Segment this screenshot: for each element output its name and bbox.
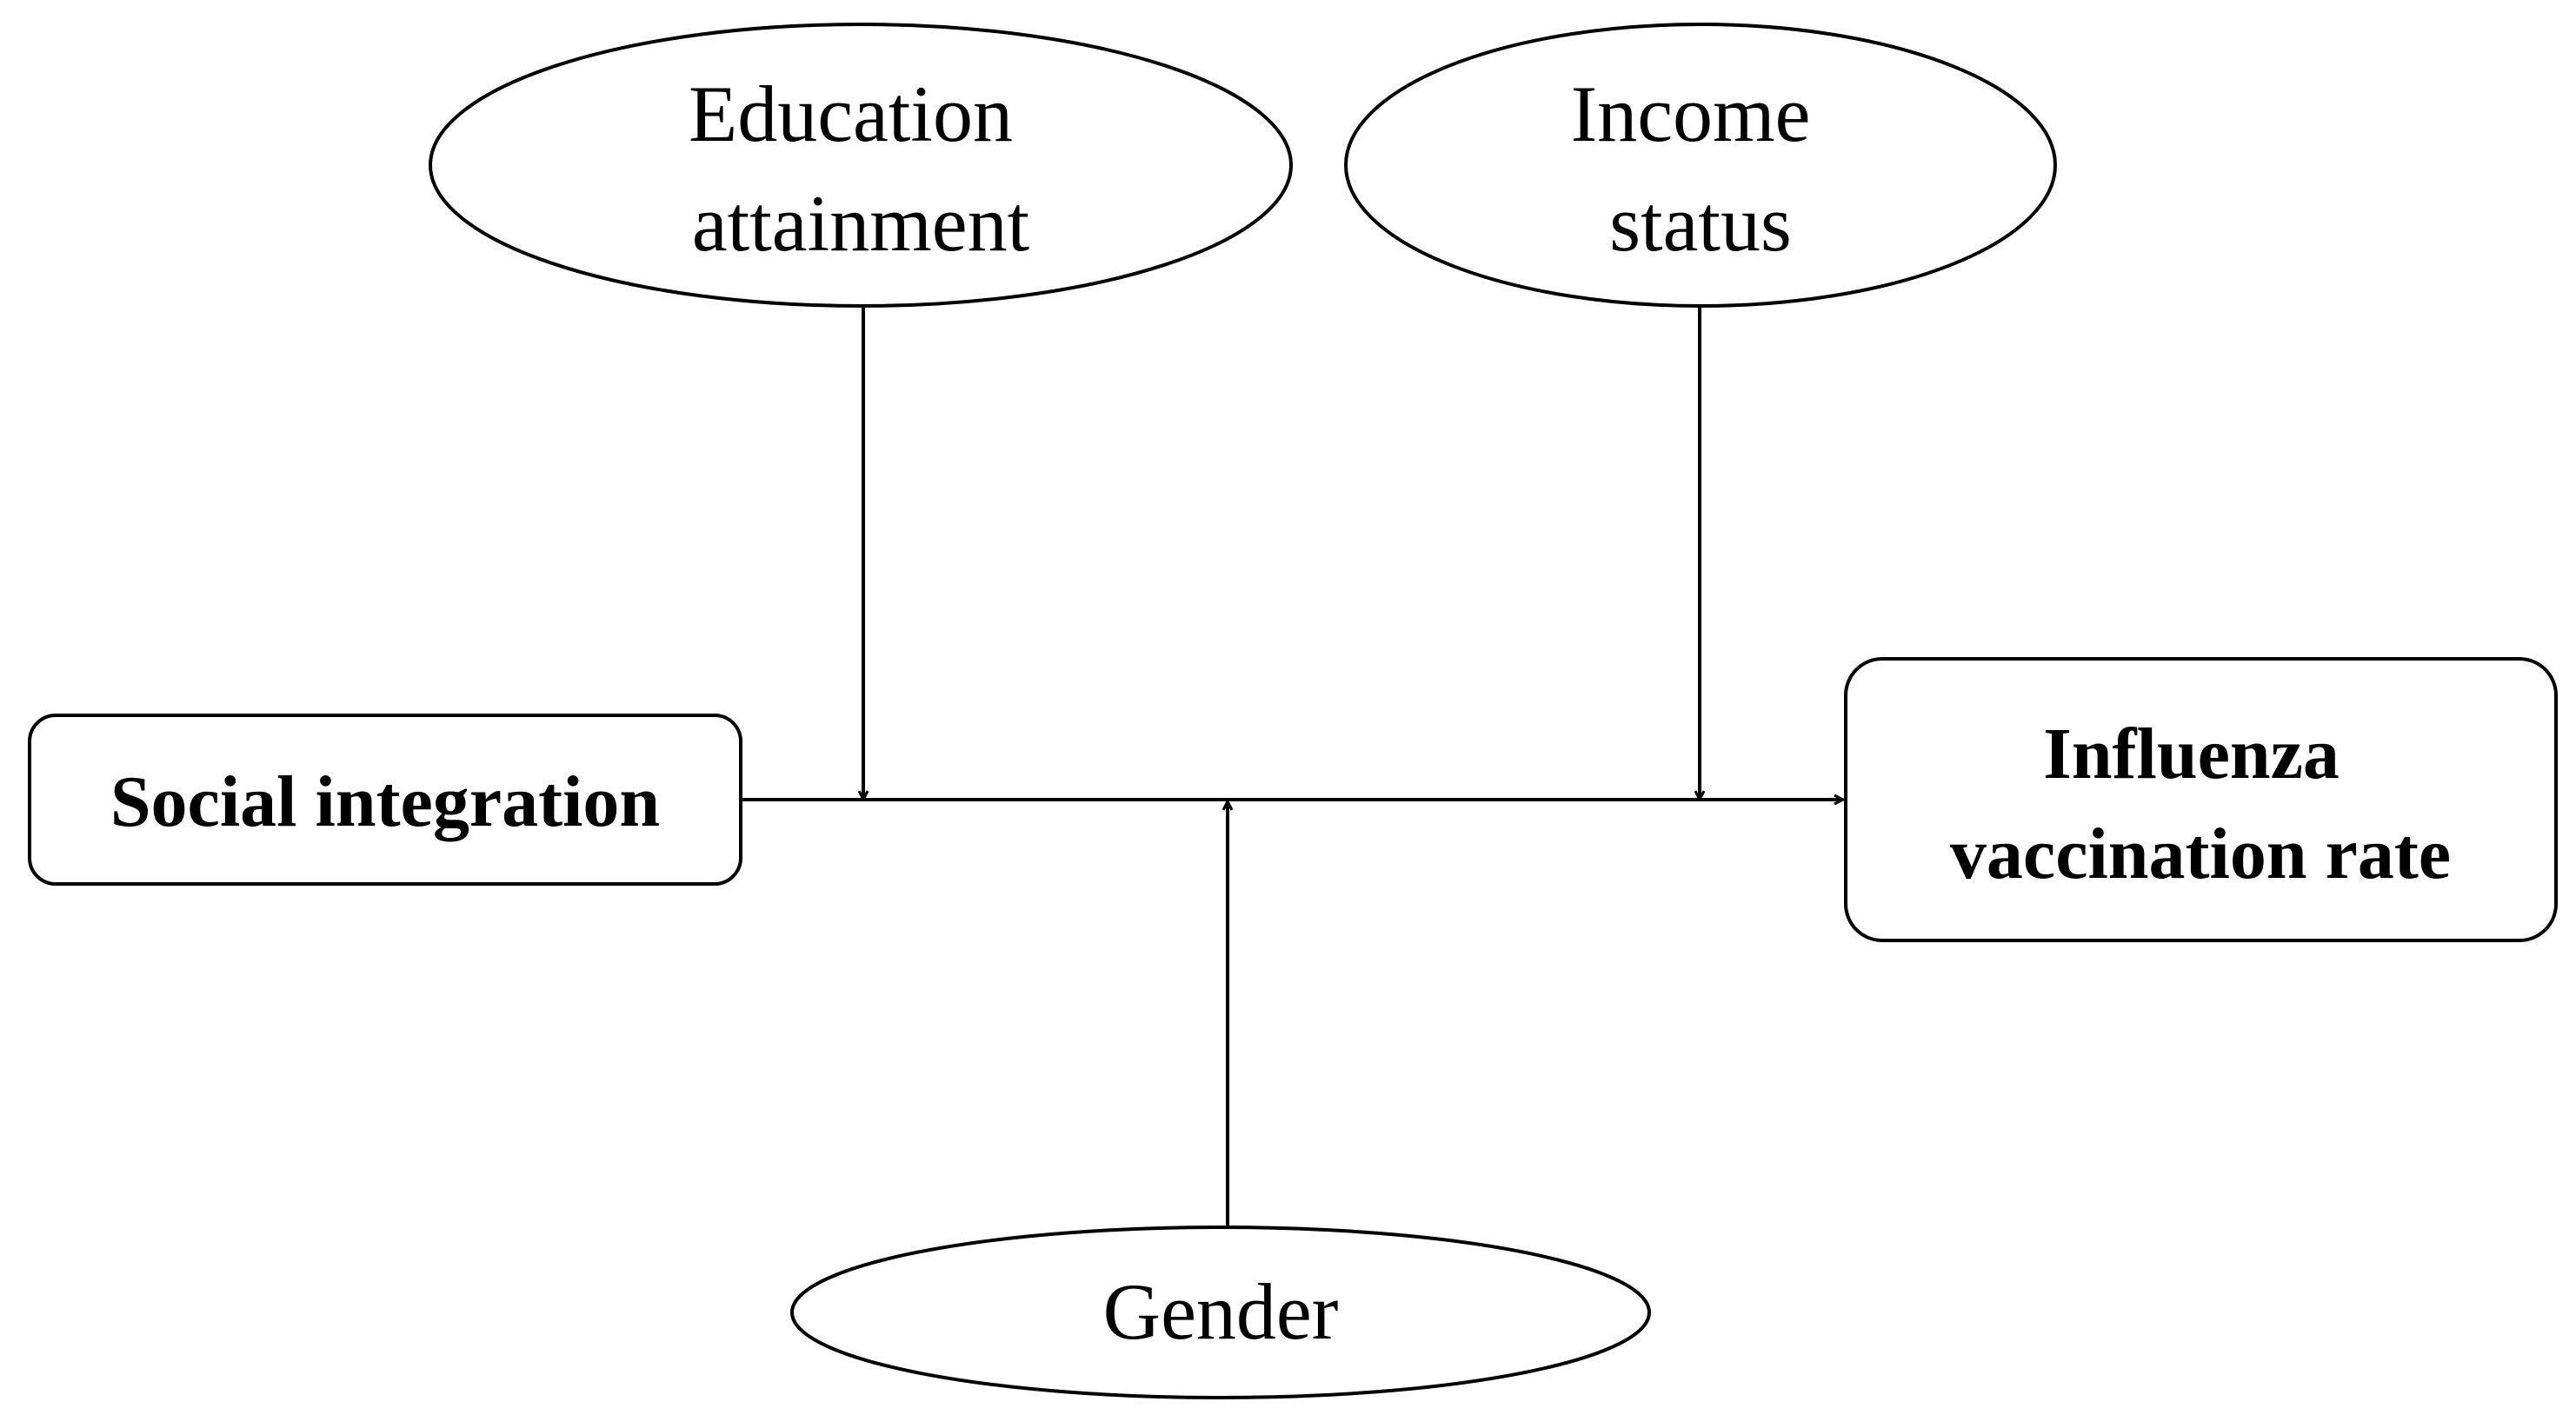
social-integration-label: Social integration: [110, 761, 660, 842]
education-label-line1: Education: [689, 70, 1013, 158]
gender-node: Gender: [790, 1226, 1651, 1399]
income-label-line2: status: [1609, 179, 1792, 268]
influenza-box: [1844, 657, 2558, 942]
education-ellipse: [429, 23, 1293, 308]
gender-label: Gender: [1103, 1267, 1339, 1356]
social-integration-box: [28, 714, 742, 886]
income-label-line1: Income: [1571, 70, 1811, 158]
income-node: Income status: [1344, 23, 2057, 308]
influenza-label-line1: Influenza: [2043, 714, 2340, 794]
influenza-label-line2: vaccination rate: [1950, 814, 2451, 894]
gender-ellipse: [790, 1226, 1651, 1399]
education-node: Education attainment: [429, 23, 1293, 308]
income-label: Income status: [1571, 70, 1831, 268]
influenza-label: Influenza vaccination rate: [1950, 714, 2451, 894]
social-integration-node: Social integration: [28, 714, 742, 886]
income-ellipse: [1344, 23, 2057, 308]
influenza-node: Influenza vaccination rate: [1844, 657, 2558, 942]
education-label: Education attainment: [689, 70, 1033, 268]
education-label-line2: attainment: [692, 179, 1030, 268]
